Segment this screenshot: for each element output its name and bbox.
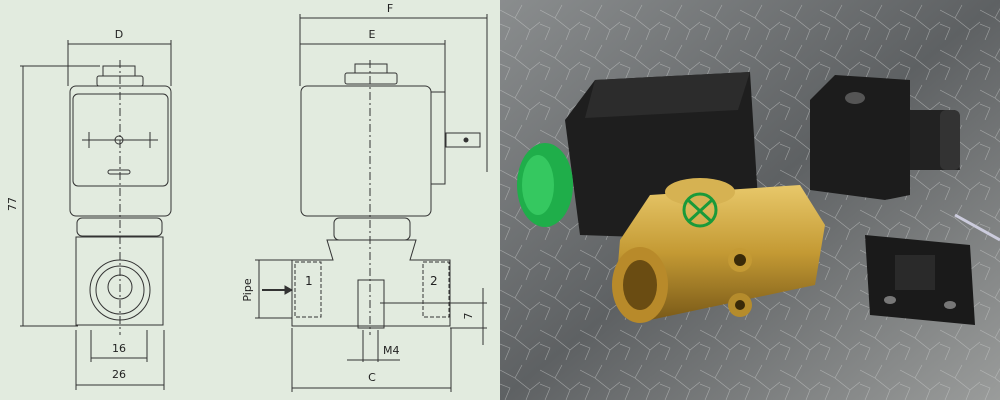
port-1-label: 1 <box>305 274 313 288</box>
dim-d-label: D <box>115 28 123 41</box>
dim-16-label: 16 <box>112 342 126 355</box>
dim-c-label: C <box>368 371 376 384</box>
screw <box>954 213 1000 242</box>
product-photo <box>500 0 1000 400</box>
din-connector <box>810 75 960 200</box>
dim-e-label: E <box>369 28 376 41</box>
technical-drawing: D 77 16 26 F E <box>0 0 500 400</box>
dim-77-label: 77 <box>6 197 19 211</box>
logo-watermark <box>682 192 718 228</box>
dim-m4-label: M4 <box>383 344 400 357</box>
port-2-label: 2 <box>430 274 438 288</box>
side-view: F E Pipe 1 2 7 M4 C <box>241 2 488 392</box>
front-view: D 77 16 26 <box>6 28 172 390</box>
dim-7-label: 7 <box>462 313 475 320</box>
dim-f-label: F <box>387 2 393 15</box>
gasket <box>865 235 975 325</box>
dim-26-label: 26 <box>112 368 126 381</box>
brass-valve-body <box>612 178 825 323</box>
pipe-label: Pipe <box>241 278 254 301</box>
